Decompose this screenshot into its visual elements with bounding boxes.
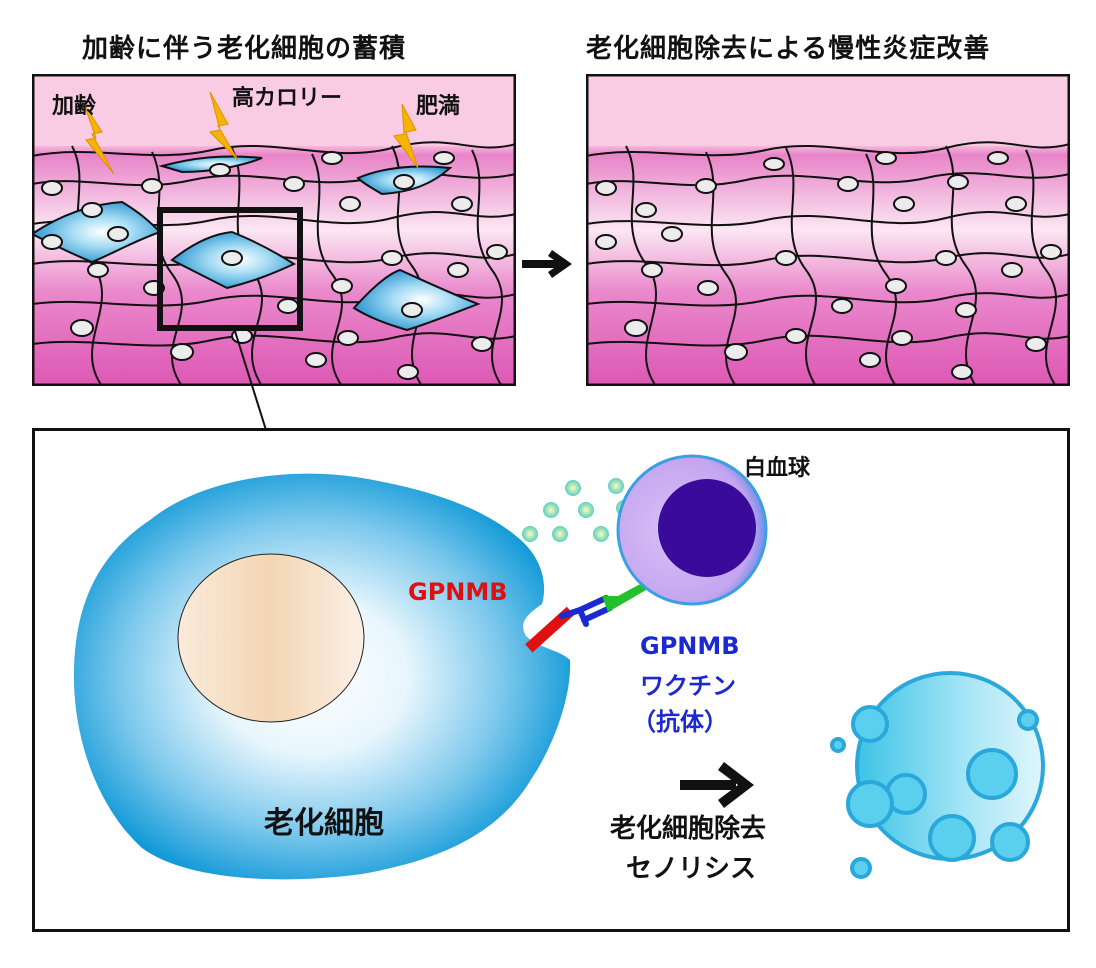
senescent-cell-label: 老化細胞 <box>264 806 384 841</box>
leukocyte-label: 白血球 <box>744 456 811 481</box>
arrow-right-icon <box>522 250 572 278</box>
fc-receptor-icon <box>602 582 646 612</box>
cytokine-particles <box>522 478 632 542</box>
antibody-icon <box>559 595 613 627</box>
title-left: 加齢に伴う老化細胞の蓄積 <box>82 34 407 64</box>
leukocyte-nucleus <box>658 479 756 577</box>
lightning-icons <box>83 91 419 175</box>
stressor-obesity-label: 肥満 <box>416 94 461 119</box>
healthy-tissue-panel <box>586 74 1070 386</box>
stressor-aging-label: 加齢 <box>52 94 97 119</box>
vaccine-label-line2: ワクチン <box>640 672 736 700</box>
cell-nuclei <box>41 151 508 380</box>
gpnmb-marker-label: GPNMB <box>408 578 508 606</box>
vaccine-label-line1: GPNMB <box>640 632 740 660</box>
aging-tissue-panel <box>32 74 516 386</box>
lumen-area <box>32 74 516 146</box>
outcome-label-line2: セノリシス <box>626 854 757 884</box>
apoptotic-cell <box>830 671 1045 879</box>
mechanism-detail-panel <box>32 428 1070 932</box>
title-right: 老化細胞除去による慢性炎症改善 <box>586 34 991 64</box>
zoom-connector-line <box>233 327 267 431</box>
senescent-cell-nucleus <box>177 553 365 723</box>
cell-nuclei <box>595 151 1062 380</box>
zoom-box <box>157 207 303 331</box>
senolysis-arrow-icon <box>680 762 754 808</box>
vaccine-label-line3: （抗体） <box>632 708 728 736</box>
outcome-label-line1: 老化細胞除去 <box>610 814 767 844</box>
stressor-high-calorie-label: 高カロリー <box>232 86 343 111</box>
